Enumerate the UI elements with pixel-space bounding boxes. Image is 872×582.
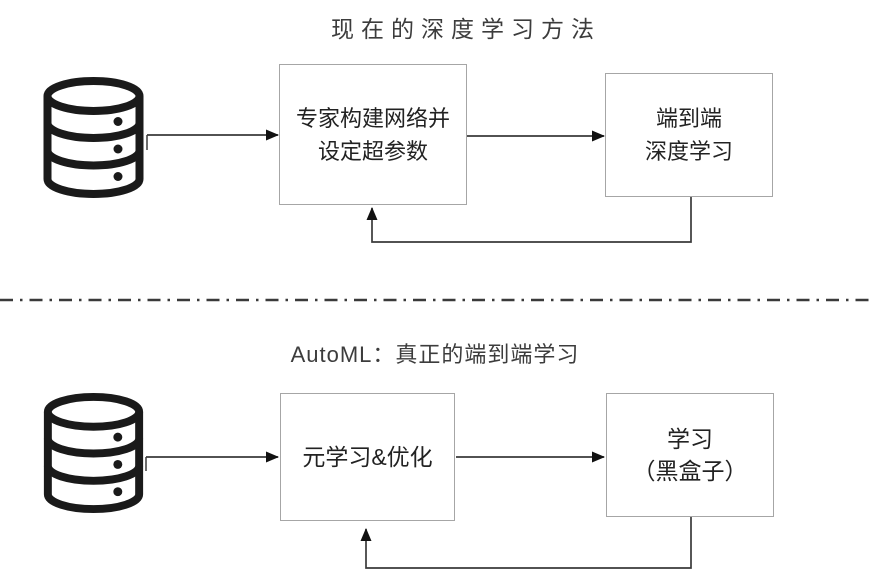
end-to-end-learning-box-line2: 深度学习 [644,139,733,164]
database-icon [38,76,149,203]
end-to-end-learning-box-line1: 端到端 [655,106,722,131]
top-chart-title: 现在的深度学习方法 [331,16,601,42]
black-box-learning-box-line2: （黑盒子） [632,458,748,484]
database-icon [38,392,149,518]
meta-learning-box-line1: 元学习&优化 [302,443,433,470]
bottom-chart-title: AutoML：真正的端到端学习 [290,342,580,367]
meta-learning-box: 元学习&优化 [280,393,455,521]
black-box-learning-box: 学习 （黑盒子） [606,393,774,517]
end-to-end-learning-box: 端到端 深度学习 [605,73,773,197]
expert-network-box-line1: 专家构建网络并 [295,105,450,131]
black-box-learning-box-line1: 学习 [667,426,713,452]
expert-network-box-line2: 设定超参数 [317,138,428,164]
feedback-arrow-bottom [360,517,692,569]
expert-network-box: 专家构建网络并 设定超参数 [279,64,467,205]
